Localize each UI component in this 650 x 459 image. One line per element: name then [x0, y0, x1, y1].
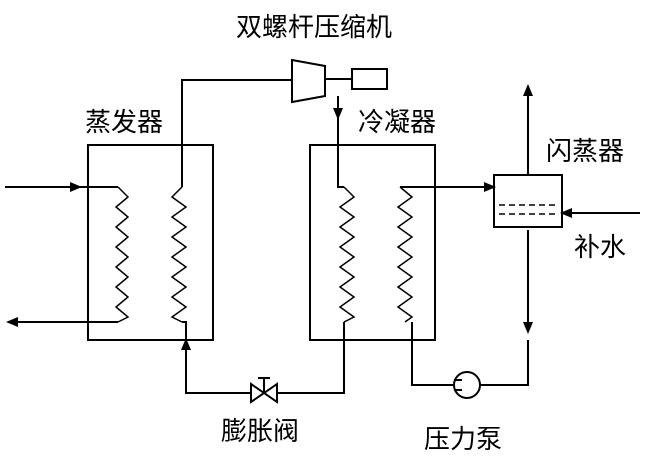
pump-discharge-line [480, 340, 529, 386]
liquid-line-left [185, 360, 251, 394]
pump-label: 压力泵 [424, 425, 502, 455]
suction-line [181, 79, 292, 187]
expansion-valve-label: 膨胀阀 [221, 417, 299, 447]
condenser-right-coil [396, 186, 414, 323]
evap-return-inner [182, 321, 187, 340]
evaporator-right-coil [170, 186, 188, 323]
pump-suction-line [411, 322, 454, 386]
compressor-label: 双螺杆压缩机 [236, 13, 392, 43]
evaporator-left-coil [114, 186, 130, 323]
makeup-water-label: 补水 [574, 233, 626, 263]
discharge-line-continue [337, 118, 344, 188]
evaporator-box [87, 144, 214, 341]
evaporator-label: 蒸发器 [85, 108, 163, 138]
motor-icon [351, 68, 388, 90]
flash-tank-label: 闪蒸器 [546, 137, 624, 167]
pump-icon [453, 371, 481, 399]
condenser-left-coil [338, 186, 356, 323]
flash-tank-liquid-level [499, 204, 558, 215]
condenser-box [309, 144, 436, 341]
expansion-valve-icon [250, 377, 278, 404]
liquid-line [277, 322, 345, 394]
compressor-icon [291, 58, 326, 104]
condenser-label: 冷凝器 [358, 108, 436, 138]
flash-tank-box [493, 174, 563, 228]
